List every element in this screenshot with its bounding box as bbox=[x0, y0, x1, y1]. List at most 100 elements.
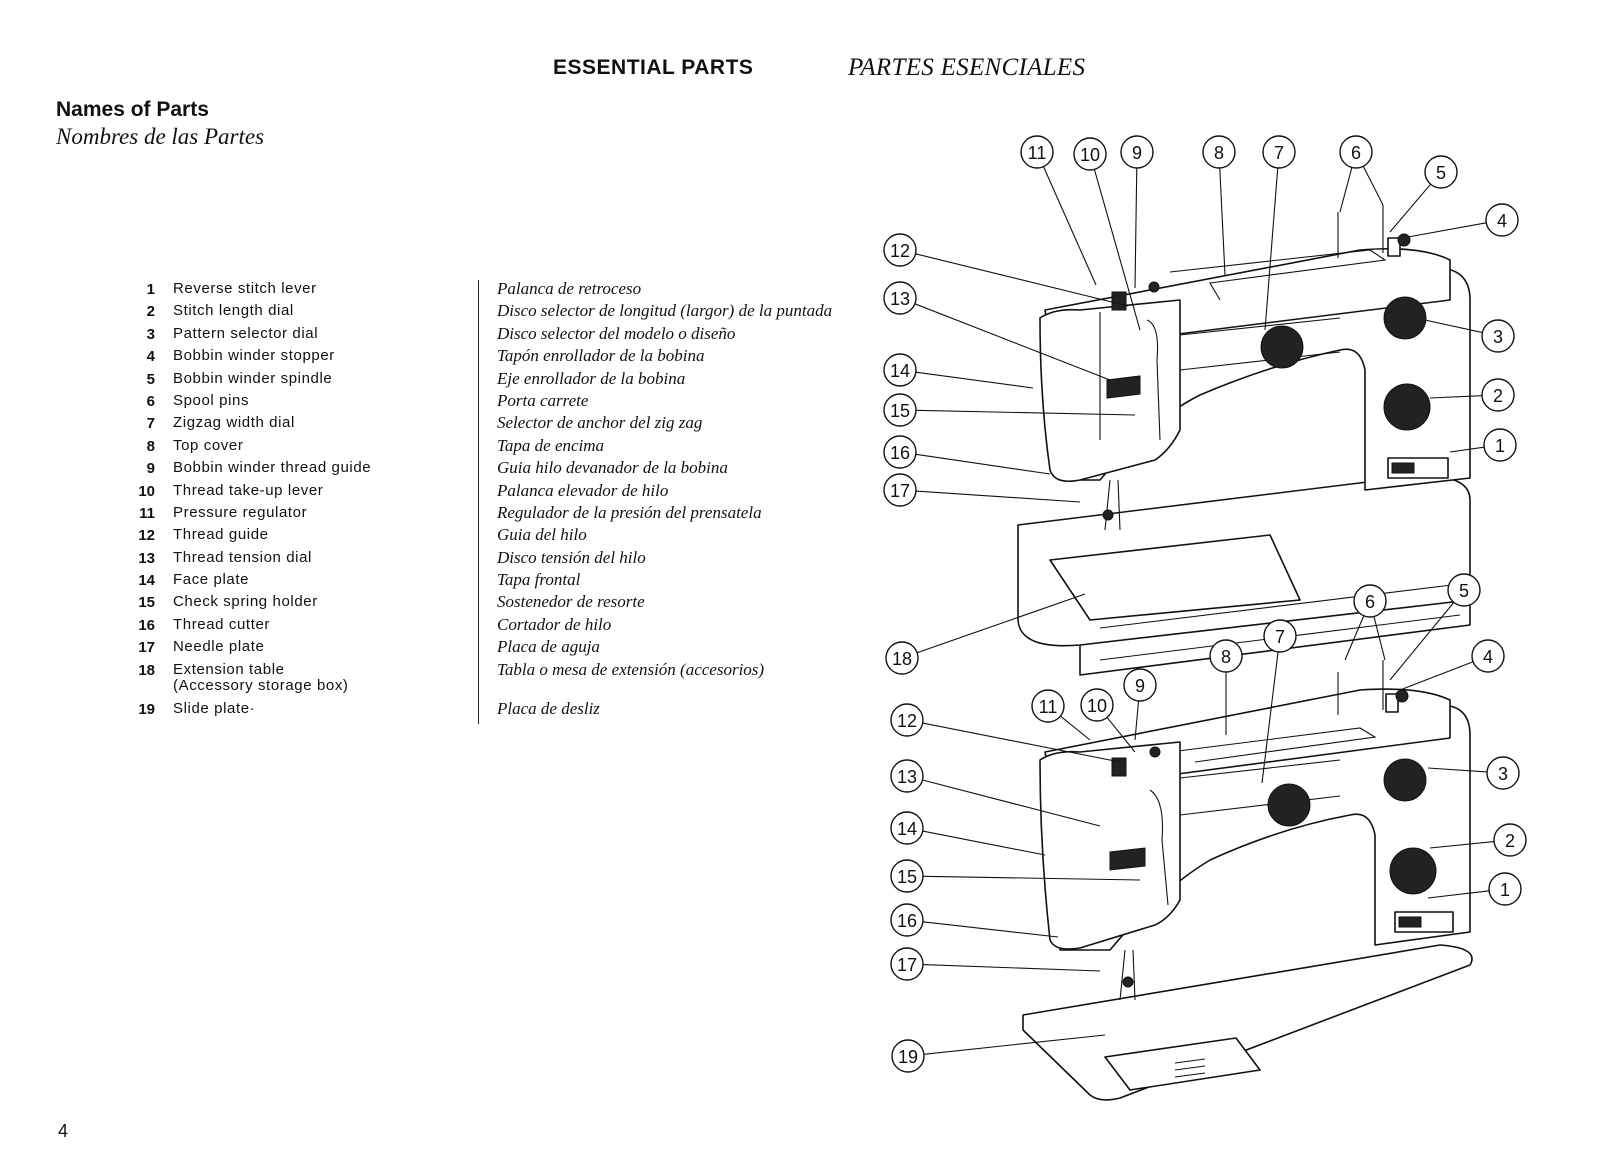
callout-9: 9 bbox=[1123, 668, 1157, 702]
part-name-english: Thread take-up lever bbox=[173, 481, 324, 499]
leader-line bbox=[1106, 717, 1136, 753]
part-name-english: Check spring holder bbox=[173, 593, 318, 611]
callout-number: 17 bbox=[897, 955, 917, 975]
part-name-english: Face plate bbox=[173, 571, 250, 589]
callout-circle bbox=[1120, 135, 1154, 169]
callout-circle bbox=[883, 473, 917, 507]
callout-17: 17 bbox=[890, 947, 924, 981]
part-name-english: Top cover bbox=[173, 436, 244, 454]
callout-circle bbox=[883, 281, 917, 315]
callout-1: 1 bbox=[1483, 428, 1517, 462]
part-name-english: Slide plate· bbox=[173, 699, 256, 717]
leader-line bbox=[1219, 167, 1226, 276]
callout-14: 14 bbox=[890, 811, 924, 845]
callout-circle bbox=[890, 703, 924, 737]
callout-19: 19 bbox=[891, 1039, 925, 1073]
callout-circle bbox=[1447, 573, 1481, 607]
callout-circle bbox=[883, 233, 917, 267]
callout-number: 3 bbox=[1493, 327, 1503, 347]
callout-3: 3 bbox=[1486, 756, 1520, 790]
leader-line bbox=[915, 253, 1129, 307]
callout-circle bbox=[1483, 428, 1517, 462]
part-name-english: Bobbin winder stopper bbox=[173, 347, 335, 365]
part-name-english: Pattern selector dial bbox=[173, 324, 319, 342]
leader-line bbox=[1429, 395, 1483, 399]
part-name-english: Reverse stitch lever bbox=[173, 280, 317, 297]
leader-line bbox=[1407, 222, 1487, 238]
callout-number: 13 bbox=[890, 289, 910, 309]
leader-line bbox=[922, 964, 1101, 972]
callout-number: 9 bbox=[1135, 676, 1145, 696]
callout-circle bbox=[1262, 135, 1296, 169]
leader-line bbox=[915, 453, 1051, 475]
leader-line bbox=[1389, 183, 1432, 233]
part-number: 14 bbox=[138, 572, 155, 590]
callout-circle bbox=[1339, 135, 1373, 169]
part-name-spanish: Tabla o mesa de extensión (accesorios) bbox=[497, 659, 765, 679]
part-number: 11 bbox=[139, 504, 155, 522]
part-name-spanish: Porta carrete bbox=[497, 390, 589, 410]
part-number: 8 bbox=[146, 437, 155, 455]
part-name-spanish: Sostenedor de resorte bbox=[497, 592, 645, 612]
callout-number: 7 bbox=[1275, 627, 1285, 647]
page-header-english: ESSENTIAL PARTS bbox=[553, 56, 754, 79]
part-number: 6 bbox=[146, 392, 155, 410]
callout-5: 5 bbox=[1424, 155, 1458, 189]
callout-number: 15 bbox=[890, 401, 910, 421]
callout-circle bbox=[885, 641, 919, 675]
callout-circle bbox=[1486, 756, 1520, 790]
part-name-spanish: Disco tensión del hilo bbox=[497, 547, 646, 567]
leader-line bbox=[915, 371, 1034, 389]
callout-number: 5 bbox=[1436, 163, 1446, 183]
leader-line bbox=[1344, 615, 1365, 661]
leader-line bbox=[1424, 319, 1483, 334]
part-number: 4 bbox=[146, 348, 155, 366]
callout-number: 6 bbox=[1351, 143, 1361, 163]
part-name-spanish: Guia hilo devanador de la bobina bbox=[497, 458, 728, 478]
part-number: 12 bbox=[138, 527, 155, 545]
part-name-spanish: Disco selector de longitud (largor) de l… bbox=[497, 301, 833, 321]
callout-2: 2 bbox=[1493, 823, 1527, 857]
part-name-spanish: Tapa de encima bbox=[497, 435, 605, 455]
leader-line bbox=[916, 593, 1086, 654]
part-name-spanish: Eje enrollador de la bobina bbox=[497, 368, 686, 388]
callout-circle bbox=[890, 759, 924, 793]
callout-number: 5 bbox=[1459, 581, 1469, 601]
leader-line bbox=[1362, 166, 1384, 206]
part-name-spanish: Tapa frontal bbox=[497, 570, 581, 590]
callout-8: 8 bbox=[1209, 639, 1243, 673]
part-name-english: Thread cutter bbox=[173, 615, 271, 633]
part-name-english: Bobbin winder thread guide bbox=[173, 459, 372, 477]
part-name-english: Spool pins bbox=[173, 391, 250, 409]
callout-7: 7 bbox=[1262, 135, 1296, 169]
part-name-spanish: Selector de anchor del zig zag bbox=[497, 413, 703, 433]
callout-circle bbox=[1202, 135, 1236, 169]
part-name-spanish: Guia del hilo bbox=[497, 525, 587, 545]
callout-15: 15 bbox=[890, 859, 924, 893]
callout-8: 8 bbox=[1202, 135, 1236, 169]
page-header-spanish: PARTES ESENCIALES bbox=[848, 54, 1086, 81]
callout-circle bbox=[1073, 137, 1107, 171]
leader-line bbox=[1093, 169, 1141, 331]
leader-line bbox=[922, 875, 1141, 881]
callout-circle bbox=[1263, 619, 1297, 653]
part-number: 2 bbox=[146, 303, 155, 321]
callout-circle bbox=[1485, 203, 1519, 237]
callout-number: 2 bbox=[1505, 831, 1515, 851]
callout-9: 9 bbox=[1120, 135, 1154, 169]
column-divider bbox=[478, 280, 480, 724]
callout-number: 4 bbox=[1483, 647, 1493, 667]
part-name-english: Needle plate bbox=[173, 638, 265, 656]
callout-number: 4 bbox=[1497, 211, 1507, 231]
callout-11: 11 bbox=[1031, 689, 1065, 723]
callout-number: 13 bbox=[897, 767, 917, 787]
part-number: 19 bbox=[138, 700, 155, 718]
